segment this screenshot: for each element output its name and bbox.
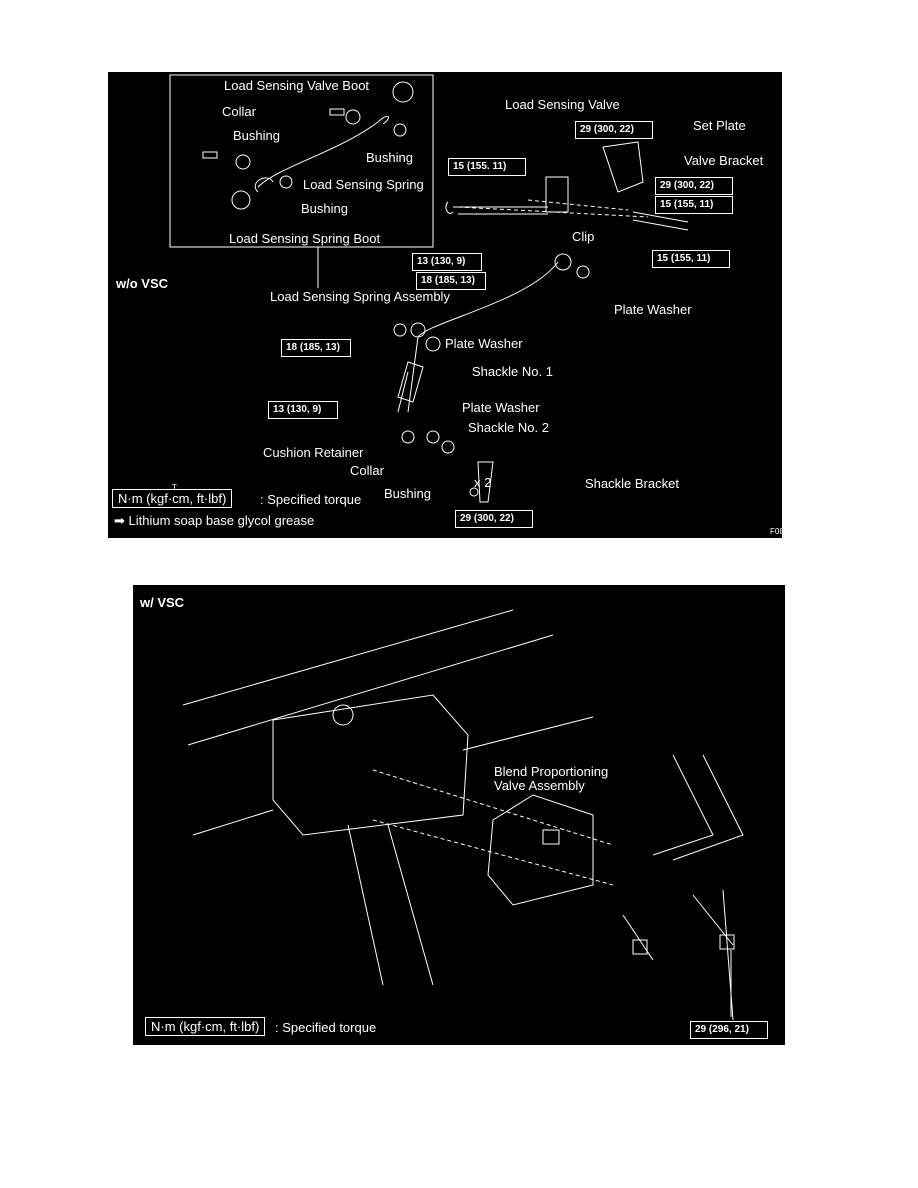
label-valve-boot: Load Sensing Valve Boot xyxy=(224,78,370,93)
label-load-sensing-valve: Load Sensing Valve xyxy=(505,97,620,112)
label-collar: Collar xyxy=(350,463,384,478)
torque-box: 13 (130, 9) xyxy=(412,253,482,271)
figure-id: F08449 xyxy=(770,527,782,536)
arrow-icon: ➡ xyxy=(114,513,129,528)
torque-box: 13 (130, 9) xyxy=(268,401,338,419)
load-sensing-valve-diagram: Load Sensing Valve Boot Collar Bushing B… xyxy=(108,72,782,538)
blend-proportioning-valve-diagram: w/ VSC Blend Proportioning Valve Assembl… xyxy=(133,585,785,1045)
label-collar-inset: Collar xyxy=(222,104,256,119)
diagram-linework xyxy=(169,74,689,503)
legend-torque-desc: : Specified torque xyxy=(275,1020,377,1035)
label-cushion-retainer: Cushion Retainer xyxy=(263,445,364,460)
diagram-linework xyxy=(182,609,744,1021)
label-spring-boot: Load Sensing Spring Boot xyxy=(229,231,381,246)
label-set-plate: Set Plate xyxy=(693,118,746,133)
label-bushing-inset-2: Bushing xyxy=(366,150,413,165)
label-shackle-2: Shackle No. 2 xyxy=(468,420,549,435)
legend-torque-desc: : Specified torque xyxy=(260,492,362,507)
torque-box: 29 (300, 22) xyxy=(455,510,533,528)
label-shackle-1: Shackle No. 1 xyxy=(472,364,553,379)
legend-torque-unit: N·m (kgf·cm, ft·lbf) xyxy=(145,1017,266,1036)
torque-box: 29 (300, 22) xyxy=(575,121,653,139)
torque-box: 29 (296, 21) xyxy=(690,1021,768,1039)
torque-box: 15 (155, 11) xyxy=(652,250,730,268)
label-spring-assembly: Load Sensing Spring Assembly xyxy=(270,289,450,304)
section-label-w-vsc: w/ VSC xyxy=(140,595,185,610)
label-spring: Load Sensing Spring xyxy=(303,177,424,192)
legend-grease: ➡ Lithium soap base glycol grease xyxy=(114,513,314,528)
label-bushing-inset-1: Bushing xyxy=(233,128,280,143)
label-assembly-line2: Valve Assembly xyxy=(494,778,585,793)
label-clip: Clip xyxy=(572,229,595,244)
label-bushing-inset-3: Bushing xyxy=(301,201,348,216)
section-label-wo-vsc: w/o VSC xyxy=(116,276,169,291)
legend-grease-text: Lithium soap base glycol grease xyxy=(128,513,315,528)
label-plate-washer: Plate Washer xyxy=(445,336,523,351)
legend-torque-unit: N·m (kgf·cm, ft·lbf) xyxy=(112,489,233,508)
torque-box: 15 (155, 11) xyxy=(655,196,733,214)
label-shackle-bracket: Shackle Bracket xyxy=(585,476,679,491)
label-assembly-line1: Blend Proportioning xyxy=(494,764,609,779)
label-x2: x 2 xyxy=(474,475,492,490)
label-bushing: Bushing xyxy=(384,486,431,501)
torque-box: 18 (185, 13) xyxy=(416,272,486,290)
label-plate-washer: Plate Washer xyxy=(614,302,692,317)
torque-box: 18 (185, 13) xyxy=(281,339,351,357)
torque-box: 15 (155. 11) xyxy=(448,158,526,176)
legend-t-mark: T xyxy=(172,483,177,492)
label-valve-bracket: Valve Bracket xyxy=(684,153,764,168)
label-plate-washer: Plate Washer xyxy=(462,400,540,415)
torque-box: 29 (300, 22) xyxy=(655,177,733,195)
